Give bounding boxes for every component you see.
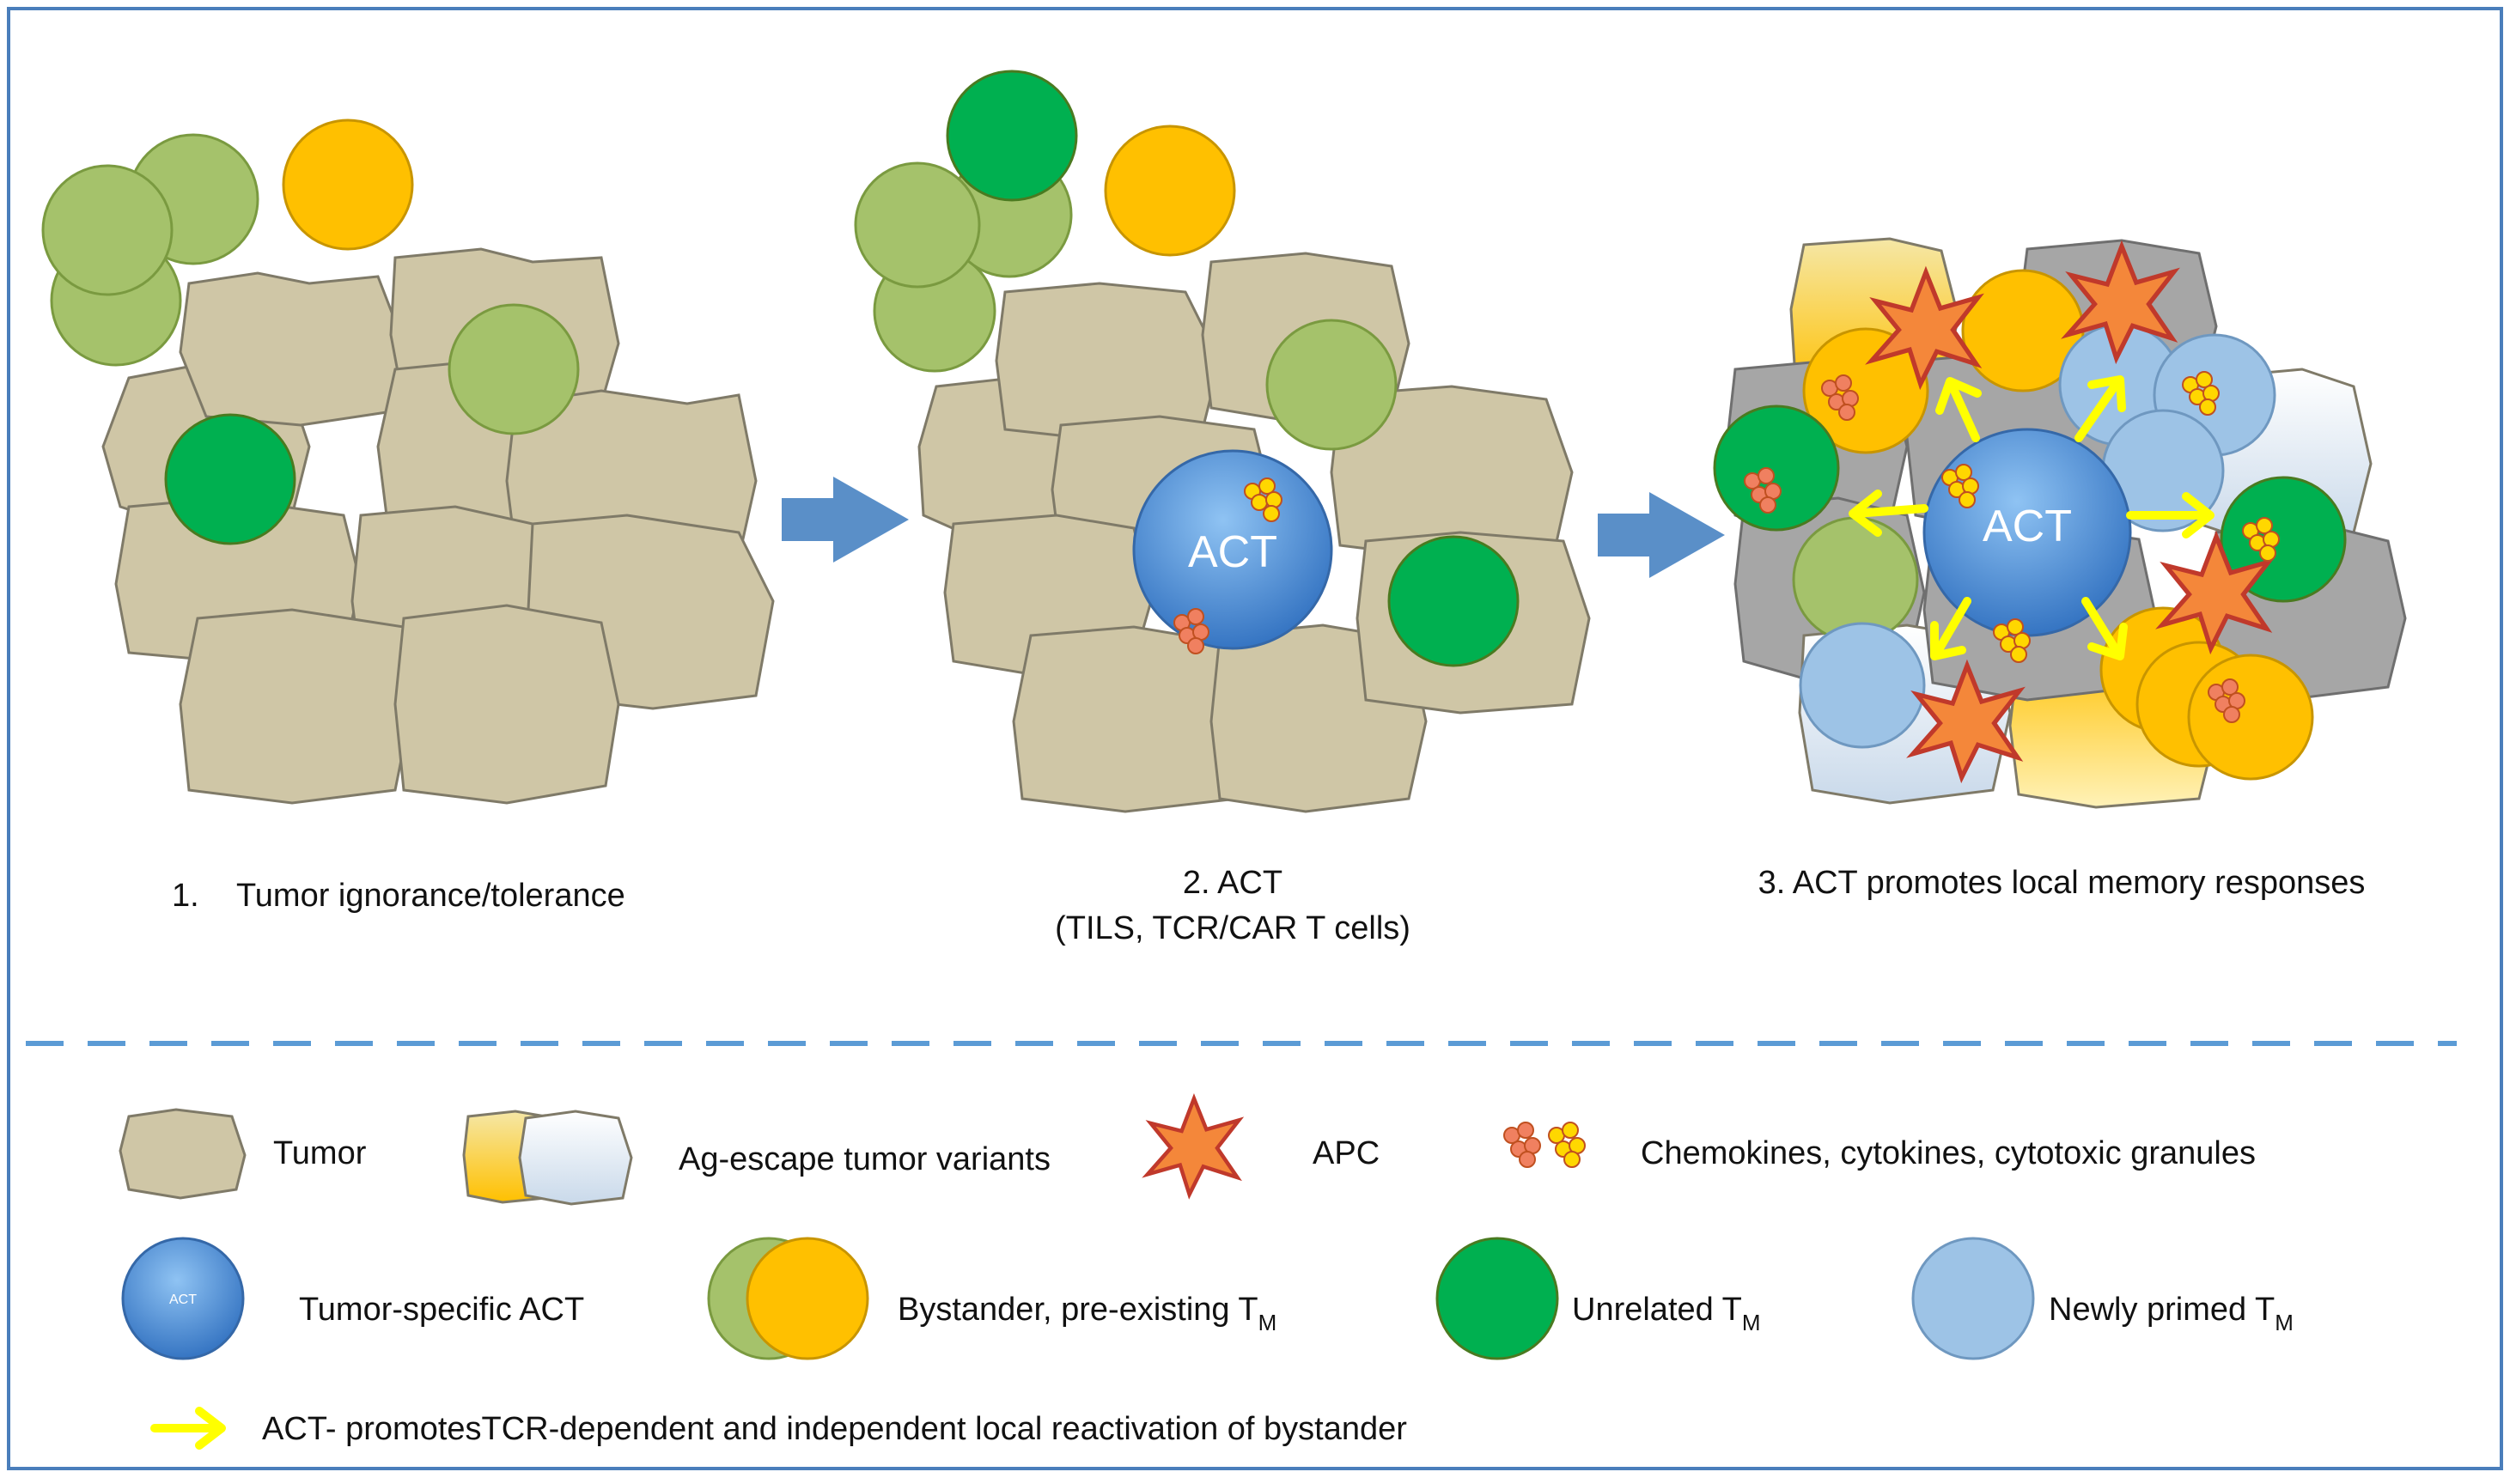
legend-chemokines-label: Chemokines, cytokines, cytotoxic granule… — [1641, 1135, 2256, 1171]
legend-act-icon — [121, 1237, 245, 1360]
progression-arrow-1 — [782, 477, 909, 563]
bystander-tm-orange — [1104, 125, 1236, 257]
legend-unrelated-label: Unrelated TM — [1572, 1292, 1761, 1335]
legend-bystander-label: Bystander, pre-existing TM — [898, 1292, 1276, 1335]
granules-panel3 — [1744, 371, 2280, 723]
caption-2-line1: 2. ACT — [1183, 865, 1282, 901]
bystander-tm-light-green — [448, 303, 580, 435]
unrelated-tm-dark-green — [1387, 535, 1520, 667]
legend-escape-label: Ag-escape tumor variants — [679, 1141, 1051, 1177]
granules — [1173, 477, 1282, 654]
newly-primed-tm — [1799, 622, 1926, 749]
panel3-cells — [1713, 269, 2347, 781]
bystander-tm-light-green — [1265, 319, 1398, 451]
legend-bystander-orange-icon — [746, 1237, 869, 1360]
legend-tumor-icon — [119, 1108, 247, 1200]
bystander-tm-light-green — [41, 164, 174, 296]
unrelated-tm-dark-green — [1713, 404, 1840, 532]
caption-1-number: 1. — [172, 878, 199, 914]
tumor-cell — [179, 608, 414, 805]
act-cell-label: ACT — [1188, 527, 1277, 577]
legend-apc-label: APC — [1313, 1135, 1380, 1171]
tumor-cell — [995, 282, 1221, 440]
legend-act-label: Tumor-specific ACT — [299, 1292, 584, 1328]
legend-newly-primed-label: Newly primed TM — [2049, 1292, 2294, 1335]
panel1-cells — [41, 119, 580, 545]
legend-newly-primed-icon — [1911, 1237, 2035, 1360]
bystander-tm-orange — [1802, 327, 1929, 454]
act-cell-label-panel3: ACT — [1983, 502, 2072, 551]
legend-act-icon-label: ACT — [169, 1292, 197, 1307]
reactivation-arrows — [1849, 375, 2215, 660]
legend: Tumor Ag-escape tumor variants APC Chemo… — [119, 1098, 2294, 1450]
tumor-cell — [393, 604, 620, 805]
legend-arrow-label: ACT- promotesTCR-dependent and independe… — [262, 1411, 1407, 1447]
legend-arrow-icon — [150, 1407, 226, 1450]
panel-act — [917, 252, 1591, 813]
figure-border — [7, 7, 2503, 1470]
caption-1: Tumor ignorance/tolerance — [236, 878, 625, 914]
bystander-tm-orange — [282, 119, 414, 251]
bystander-tm-light-green — [854, 161, 981, 289]
legend-chemokines-icon — [1503, 1122, 1586, 1168]
caption-2-line2: (TILS, TCR/CAR T cells) — [1055, 910, 1410, 946]
legend-unrelated-icon — [1435, 1237, 1559, 1360]
unrelated-tm-dark-green — [946, 70, 1078, 202]
tumor-cell — [179, 271, 405, 427]
unrelated-tm-dark-green — [164, 413, 296, 545]
legend-escape-icon-white — [518, 1110, 633, 1206]
caption-3: 3. ACT promotes local memory responses — [1758, 865, 2366, 901]
legend-apc-icon — [1148, 1098, 1239, 1195]
bystander-tm-orange — [2187, 654, 2314, 781]
progression-arrow-2 — [1598, 492, 1725, 578]
legend-tumor-label: Tumor — [273, 1135, 367, 1171]
